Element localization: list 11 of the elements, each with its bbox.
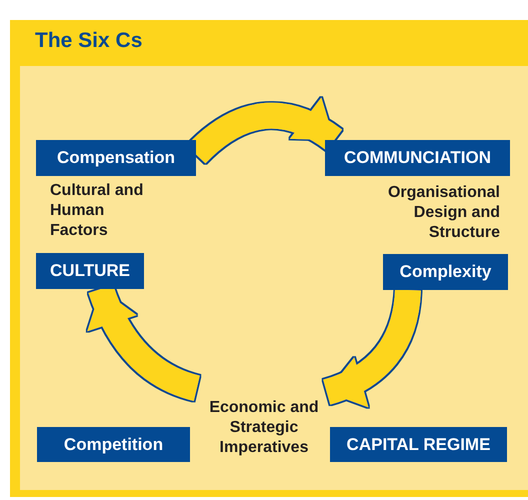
- label-box: CAPITAL REGIME: [330, 427, 507, 462]
- label-box: Competition: [37, 427, 190, 462]
- diagram-title: The Six Cs: [35, 29, 142, 53]
- caption-text: Economic and Strategic Imperatives: [208, 398, 320, 458]
- label-box: COMMUNCIATION: [325, 140, 510, 176]
- label-box: Complexity: [383, 254, 508, 290]
- curved-block-arrow: [322, 289, 421, 406]
- label-box: Compensation: [36, 140, 196, 176]
- caption-text: Cultural and Human Factors: [50, 181, 144, 241]
- caption-text: Organisational Design and Structure: [386, 183, 500, 243]
- label-box: CULTURE: [36, 253, 144, 289]
